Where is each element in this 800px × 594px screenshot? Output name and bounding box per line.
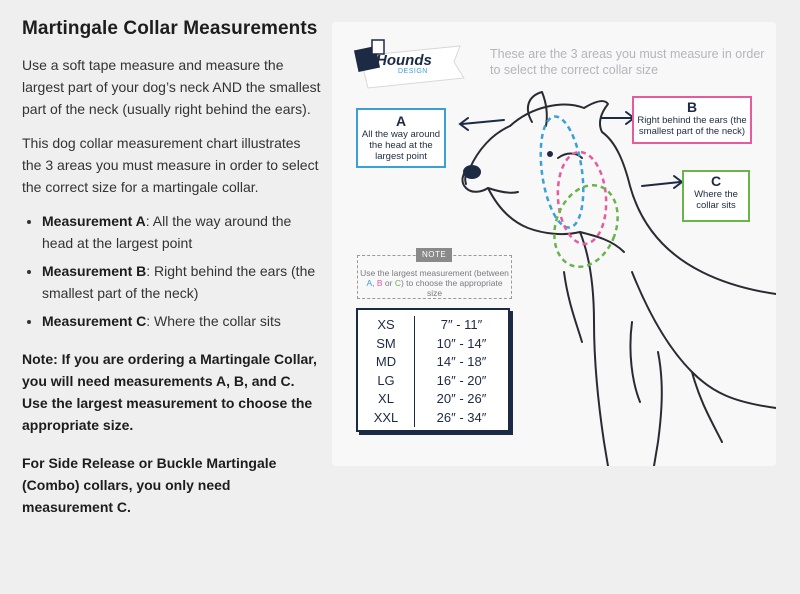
dog-illustration [353, 39, 776, 466]
logo-subtext: DESIGN [398, 68, 428, 75]
sizing-note: NOTE Use the largest measurement (betwee… [357, 248, 512, 299]
list-item: Measurement C: Where the collar sits [42, 310, 322, 332]
measurement-b-callout: B Right behind the ears (the smallest pa… [632, 96, 752, 144]
article: Martingale Collar Measurements Use a sof… [22, 18, 322, 530]
list-item: Measurement A: All the way around the he… [42, 210, 322, 254]
intro-paragraph: Use a soft tape measure and measure the … [22, 57, 321, 117]
measurement-chart-image: Hounds DESIGN These are the 3 areas you … [332, 22, 776, 466]
combo-note: For Side Release or Buckle Martingale (C… [22, 455, 277, 515]
measurement-list: Measurement A: All the way around the he… [22, 210, 322, 332]
measurement-c-callout: C Where the collar sits [682, 170, 750, 222]
chart-intro-paragraph: This dog collar measurement chart illust… [22, 135, 319, 195]
measurement-a-callout: A All the way around the head at the lar… [356, 108, 446, 168]
logo-wordmark: Hounds [376, 52, 432, 69]
list-item: Measurement B: Right behind the ears (th… [42, 260, 322, 304]
note-tag: NOTE [416, 248, 453, 262]
page-title: Martingale Collar Measurements [22, 18, 318, 39]
martingale-note: Note: If you are ordering a Martingale C… [22, 351, 317, 433]
chart-caption: These are the 3 areas you must measure i… [490, 47, 765, 77]
